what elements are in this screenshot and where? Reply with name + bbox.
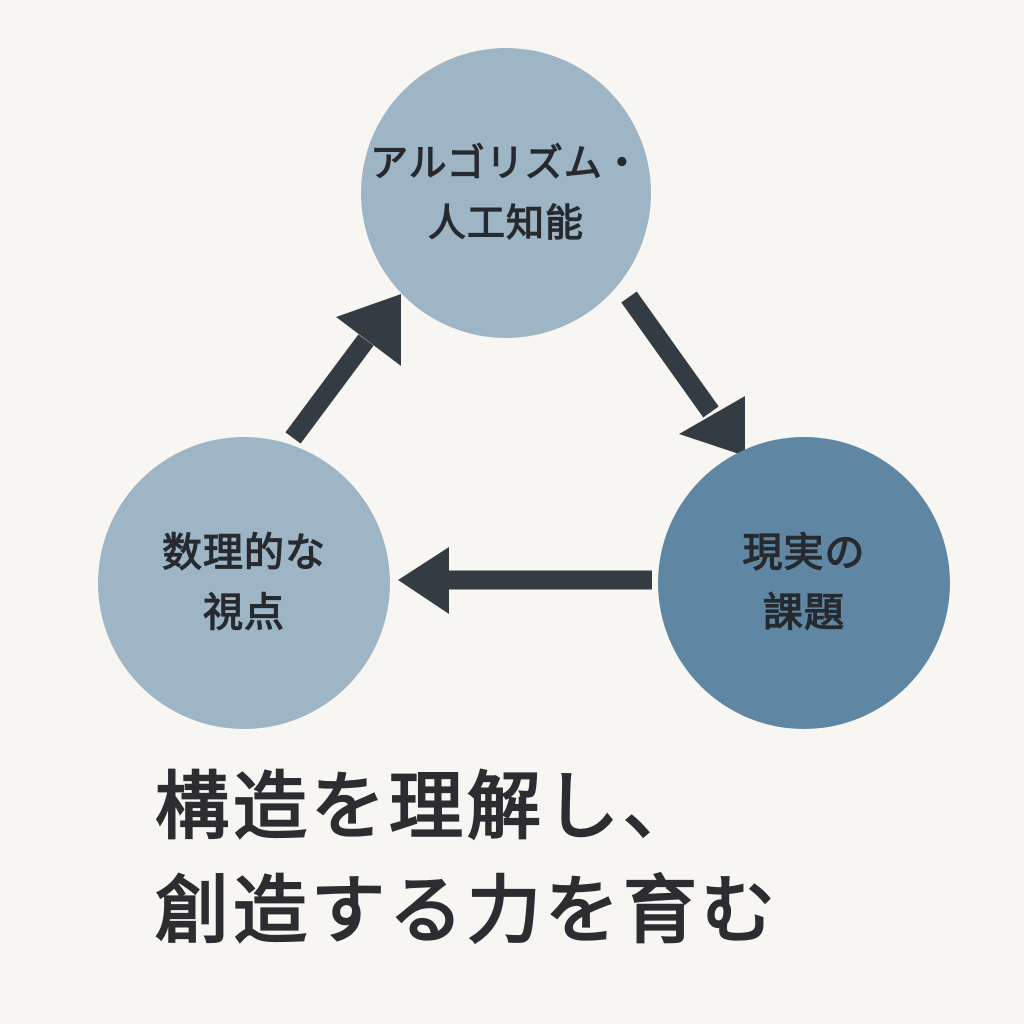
node-mathematical-view-label-1: 数理的な — [162, 530, 326, 576]
node-algorithms-ai-label-1: アルゴリズム・ — [370, 141, 642, 185]
arrow-right-to-left-head — [398, 547, 449, 614]
arrow-right-to-left — [398, 547, 652, 614]
node-real-problems: 現実の 課題 — [658, 437, 950, 729]
node-algorithms-ai-label-2: 人工知能 — [427, 201, 584, 245]
arrow-left-to-top-head — [336, 294, 401, 366]
caption-line-1: 構造を理解し、 — [155, 764, 701, 850]
node-mathematical-view-label-2: 視点 — [203, 590, 285, 636]
arrow-top-to-right-shaft — [621, 291, 719, 418]
arrow-left-to-top-shaft — [285, 334, 374, 444]
node-mathematical-view: 数理的な 視点 — [98, 437, 390, 729]
arrow-left-to-top — [285, 294, 401, 444]
node-algorithms-ai: アルゴリズム・ 人工知能 — [361, 48, 651, 338]
node-real-problems-label-1: 現実の — [742, 530, 866, 576]
node-real-problems-label-2: 課題 — [763, 590, 845, 636]
caption-line-2: 創造する力を育む — [155, 868, 779, 954]
caption: 構造を理解し、 創造する力を育む — [155, 755, 995, 963]
arrow-top-to-right — [621, 291, 745, 456]
arrow-top-to-right-head — [679, 396, 745, 456]
